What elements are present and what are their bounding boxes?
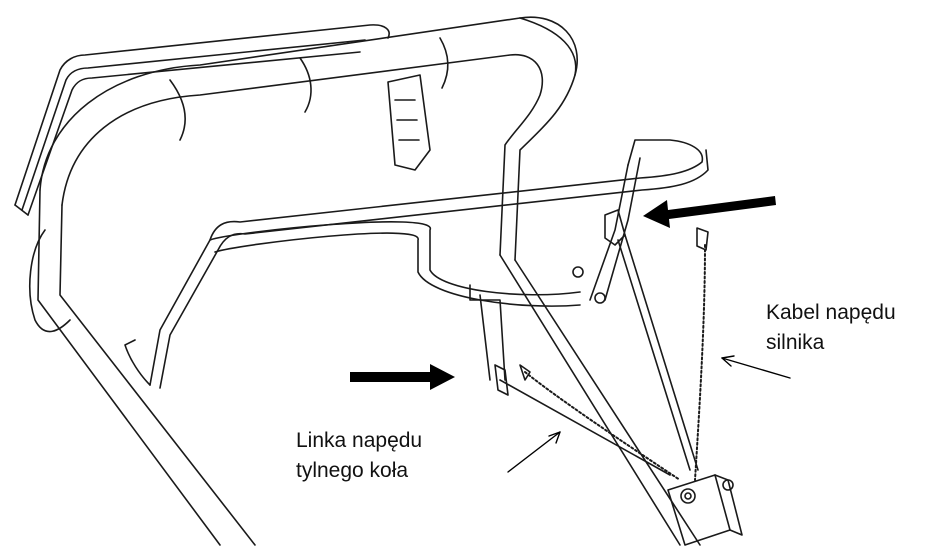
left-handle-tube <box>29 189 256 546</box>
wheel-drive-cable <box>494 364 681 481</box>
motor-cable-label: Kabel napędu silnika <box>766 298 896 358</box>
pointer-arrow-motor <box>721 355 791 379</box>
bail-bar <box>149 139 709 389</box>
bail-leg-left <box>124 284 506 386</box>
right-handle-tube <box>499 254 701 546</box>
lever-hook <box>572 209 626 304</box>
motor-cable-label-line2: silnika <box>766 331 825 354</box>
wheel-cable-label-line1: Linka napędu <box>296 429 423 452</box>
pointer-arrow-wheel <box>507 431 561 473</box>
motor-drive-cable <box>617 227 709 481</box>
bold-arrow-right <box>350 364 455 390</box>
wheel-cable-label-line2: tylnego koła <box>296 459 409 482</box>
wheel-cable-label: Linka napędu tylnego koła <box>296 426 422 486</box>
bold-arrow-left <box>643 196 776 228</box>
motor-cable-label-line1: Kabel napędu <box>766 301 896 324</box>
handle-bracket <box>14 24 390 216</box>
adjustment-block <box>667 474 743 546</box>
main-handle-bar <box>39 16 578 261</box>
center-clip <box>387 74 431 171</box>
